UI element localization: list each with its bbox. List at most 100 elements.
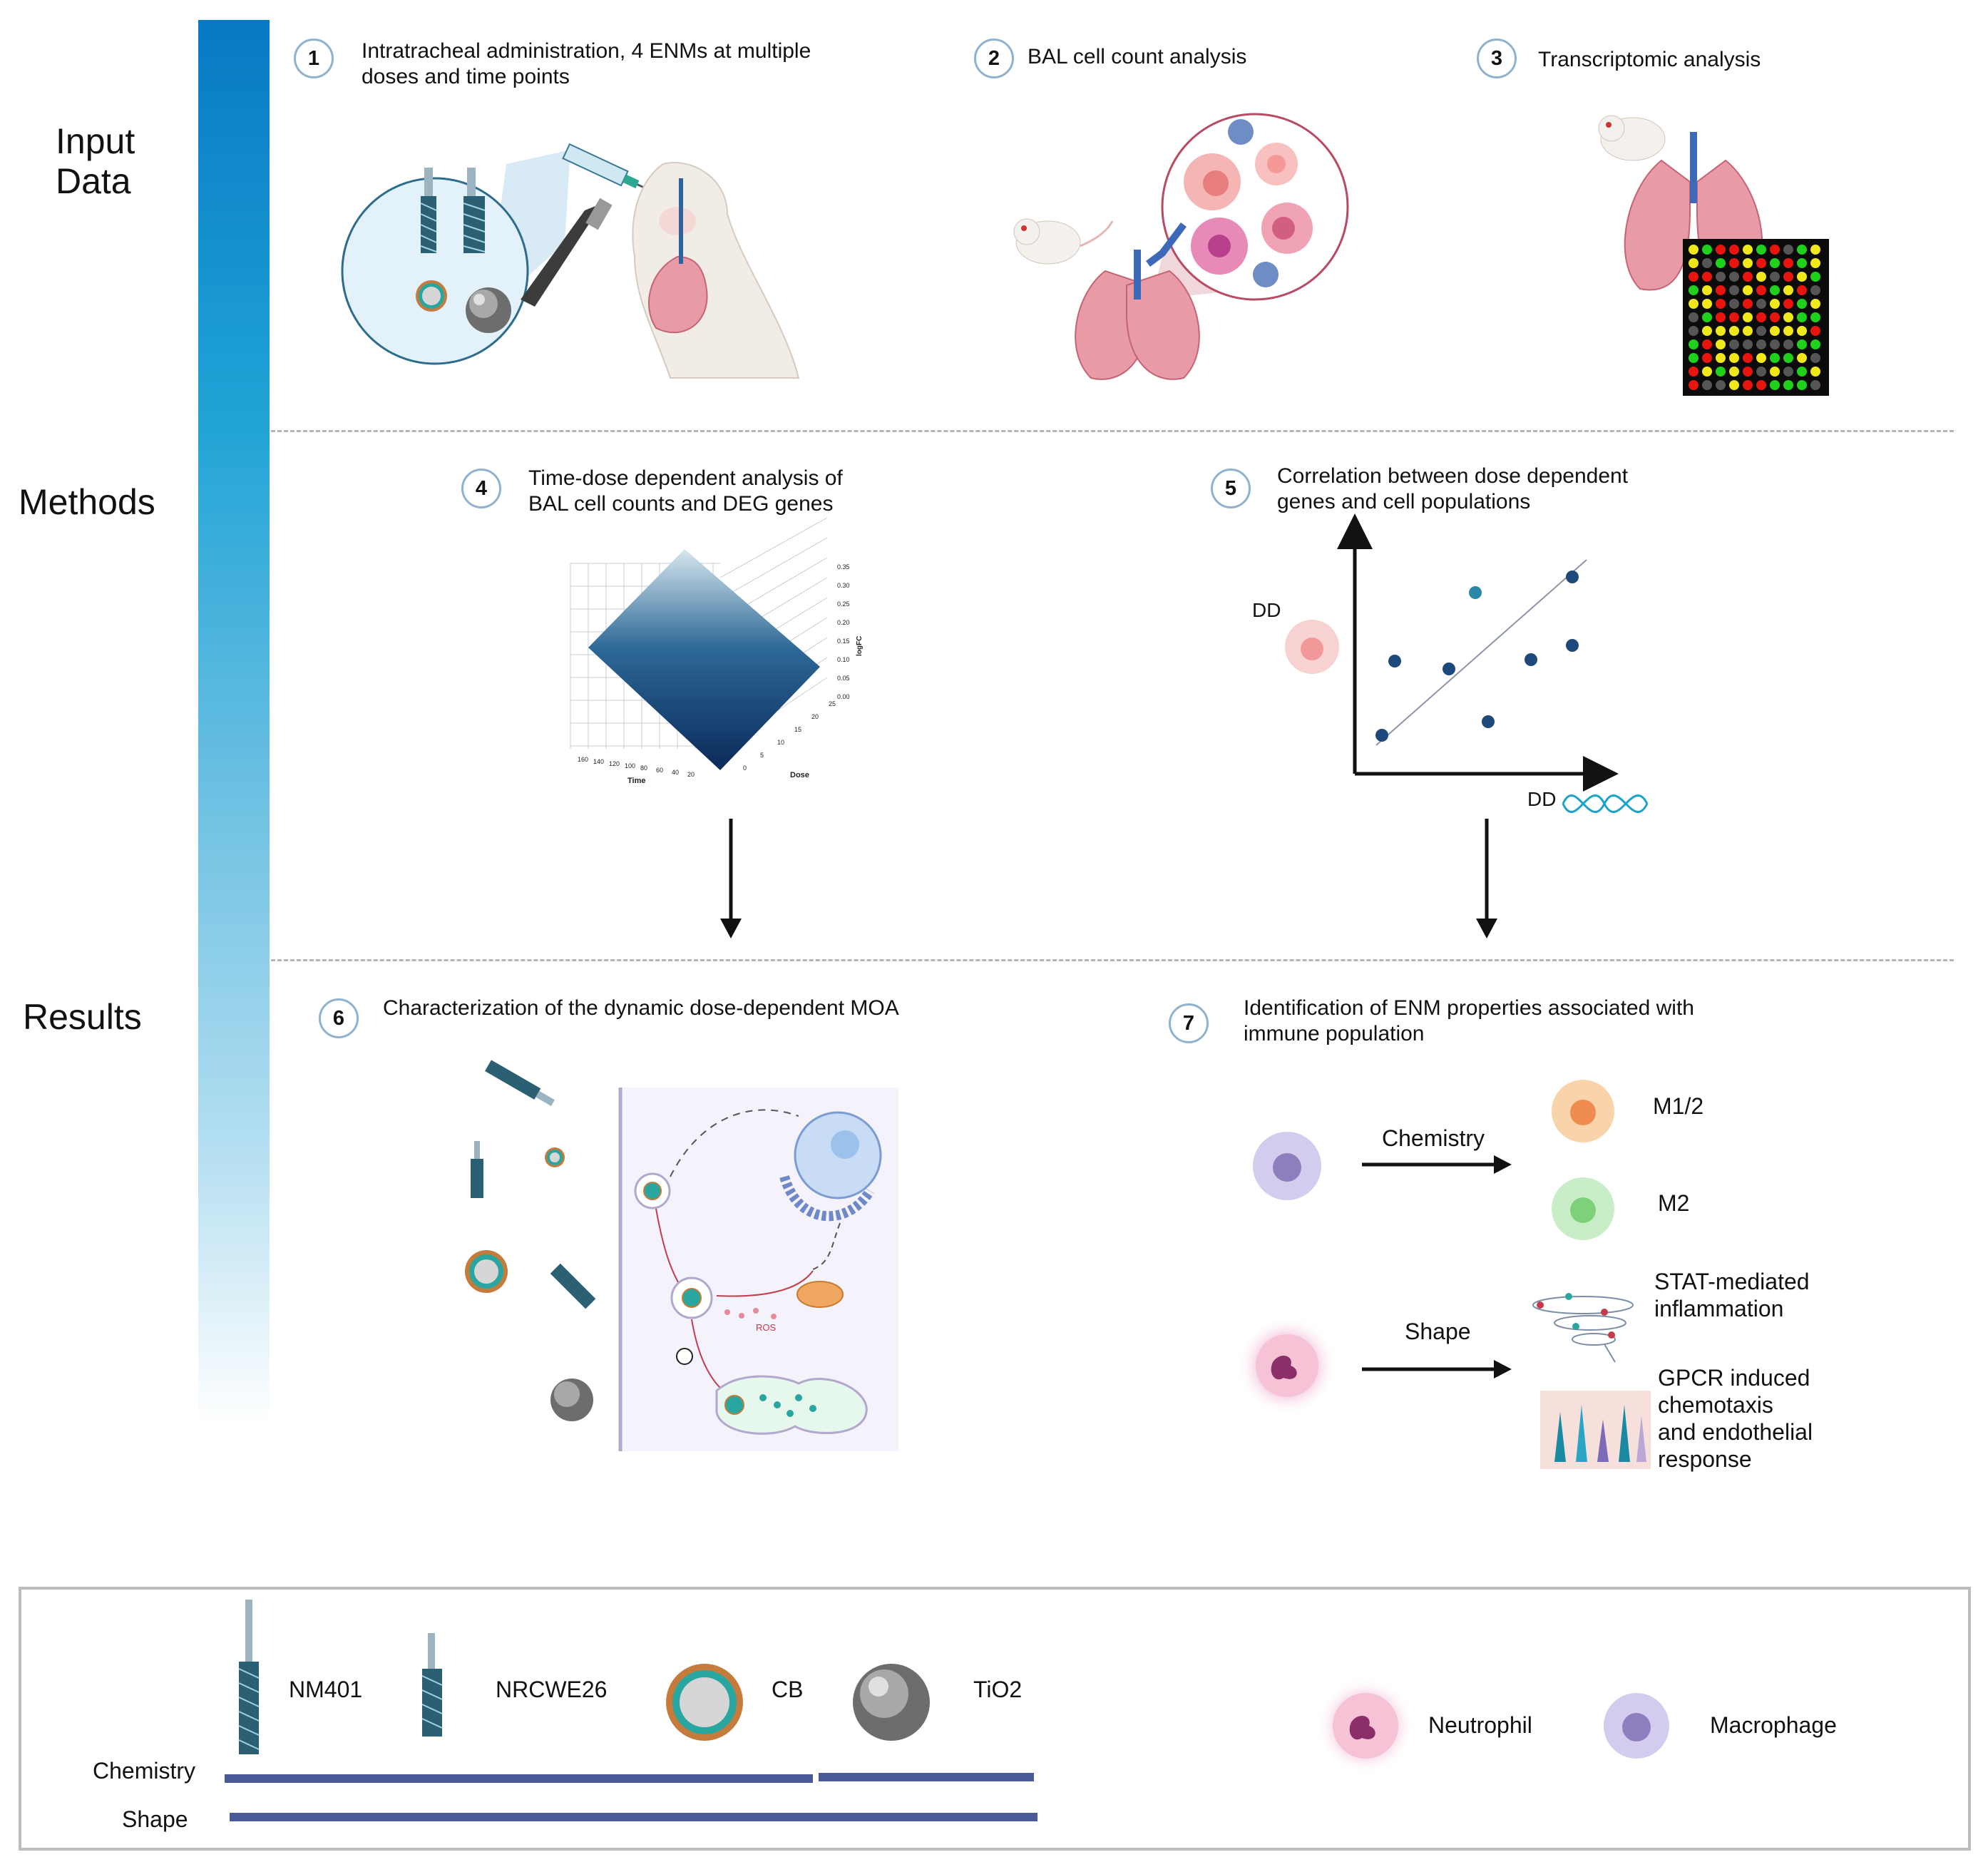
surface-time-tick: 60 [656,767,663,774]
neutrophil-icon [1317,1677,1414,1774]
scatter-point [1525,653,1537,666]
scatter-point [1469,586,1482,599]
microarray-spot [1810,353,1820,363]
step-title-2: BAL cell count analysis [1028,45,1247,68]
step-title-3: Transcriptomic analysis [1538,48,1761,71]
microarray-spot [1702,326,1712,336]
microarray-spot [1770,326,1780,336]
microarray-spot [1783,258,1793,268]
microarray-spot [1797,353,1807,363]
microarray-spot [1729,245,1739,255]
microarray-spot [1797,258,1807,268]
lung-icon [648,255,708,334]
rodent-illustration [632,162,800,379]
surface-plot-diamond [588,549,820,770]
mouse-icon [1598,115,1666,161]
bal-cell-illustration [1013,113,1349,380]
microarray-spot [1756,312,1766,322]
microarray-spot [1770,353,1780,363]
microarray-spot [1770,312,1780,322]
microarray-spot [1783,353,1793,363]
microarray-spot [1810,312,1820,322]
microarray-spot [1729,299,1739,309]
chemistry-label: Chemistry [1382,1125,1485,1151]
microarray-spot [1743,380,1753,390]
legend-neutrophil-label: Neutrophil [1428,1712,1532,1738]
microarray-spot [1756,353,1766,363]
legend-particles [238,1600,930,1754]
endoplasmic-reticulum-icon [779,1175,874,1222]
mitochondria-icon [796,1281,844,1308]
microarray-spot [1743,353,1753,363]
surface-time-tick: 40 [672,769,679,776]
intratracheal-illustration [341,143,800,379]
microarray-spot [1810,245,1820,255]
surface-plot-z-label: logFC [856,636,864,656]
nrcwe26-icon [421,1633,443,1736]
surface-z-tick: 0.20 [837,619,850,626]
surface-dose-tick: 5 [760,752,764,759]
section-label-results: Results [23,997,142,1037]
microarray-spot [1716,326,1726,336]
microarray-spot [1689,353,1698,363]
microarray-spot [1729,339,1739,349]
carbon-black-particle-icon [465,1250,508,1293]
scatter-y-label: DD [1252,599,1281,621]
surface-z-tick: 0.10 [837,656,850,663]
carbon-black-particle-icon [416,280,447,312]
cytokine-swirl-icon [1532,1296,1634,1363]
microarray-spot [1756,380,1766,390]
laryngoscope-icon [521,198,613,307]
nanotube-icon [471,1141,483,1198]
surface-time-tick: 120 [609,760,620,767]
surface-grid-line [719,537,828,600]
microarray-spot [1797,367,1807,377]
step-number-4: 4 [461,469,501,508]
microarray-spot [1797,272,1807,282]
microarray-spot [1756,339,1766,349]
down-arrow-step4 [720,819,742,938]
legend-cells [1317,1677,1669,1774]
microarray-spot [1716,367,1726,377]
transcriptomic-illustration [1598,115,1829,396]
nanotube-icon-large [420,168,437,253]
microarray-spot [1783,339,1793,349]
mouse-icon [1013,218,1114,265]
microarray-spot [1797,245,1807,255]
microarray-spot [1743,326,1753,336]
microarray-spot [1810,272,1820,282]
microarray-spot [1743,258,1753,268]
shape-label: Shape [1405,1319,1471,1344]
step-number-6: 6 [319,998,359,1038]
microarray-spot [1770,380,1780,390]
scatter-point [1482,715,1495,728]
clock-icon [676,1348,693,1365]
microarray-spot [1797,285,1807,295]
endosome-particle [643,1182,662,1200]
scatter-point [1388,655,1401,667]
m12-macrophage-icon [1552,1080,1614,1142]
legend-chemistry-label: Chemistry [93,1758,196,1784]
shape-group-bar-spheres [633,1813,1037,1821]
section-label-input-line2: Data [56,161,131,201]
microarray-spot [1729,272,1739,282]
step-title-4: Time-dose dependent analysis of BAL cell… [528,466,843,516]
section-label-methods: Methods [19,482,155,522]
scatter-point [1566,571,1579,583]
microarray-spot [1783,272,1793,282]
lysosome-icon [715,1375,868,1435]
microarray-spot [1702,380,1712,390]
legend-nm401-label: NM401 [289,1677,363,1702]
step-number-2: 2 [974,39,1014,78]
step-title-6: Characterization of the dynamic dose-dep… [383,996,899,1020]
scatter-x-label: DD [1527,788,1556,810]
enm-properties-flow [1237,1080,1651,1469]
surface-dose-tick: 20 [811,713,819,720]
microarray-spot [1770,258,1780,268]
microarray-spot [1810,285,1820,295]
microarray-spot [1729,312,1739,322]
microarray-spot [1743,285,1753,295]
scatter-trend-line [1375,559,1587,746]
macrophage-cell-icon [1285,620,1339,674]
surface-dose-tick: 15 [794,726,801,733]
